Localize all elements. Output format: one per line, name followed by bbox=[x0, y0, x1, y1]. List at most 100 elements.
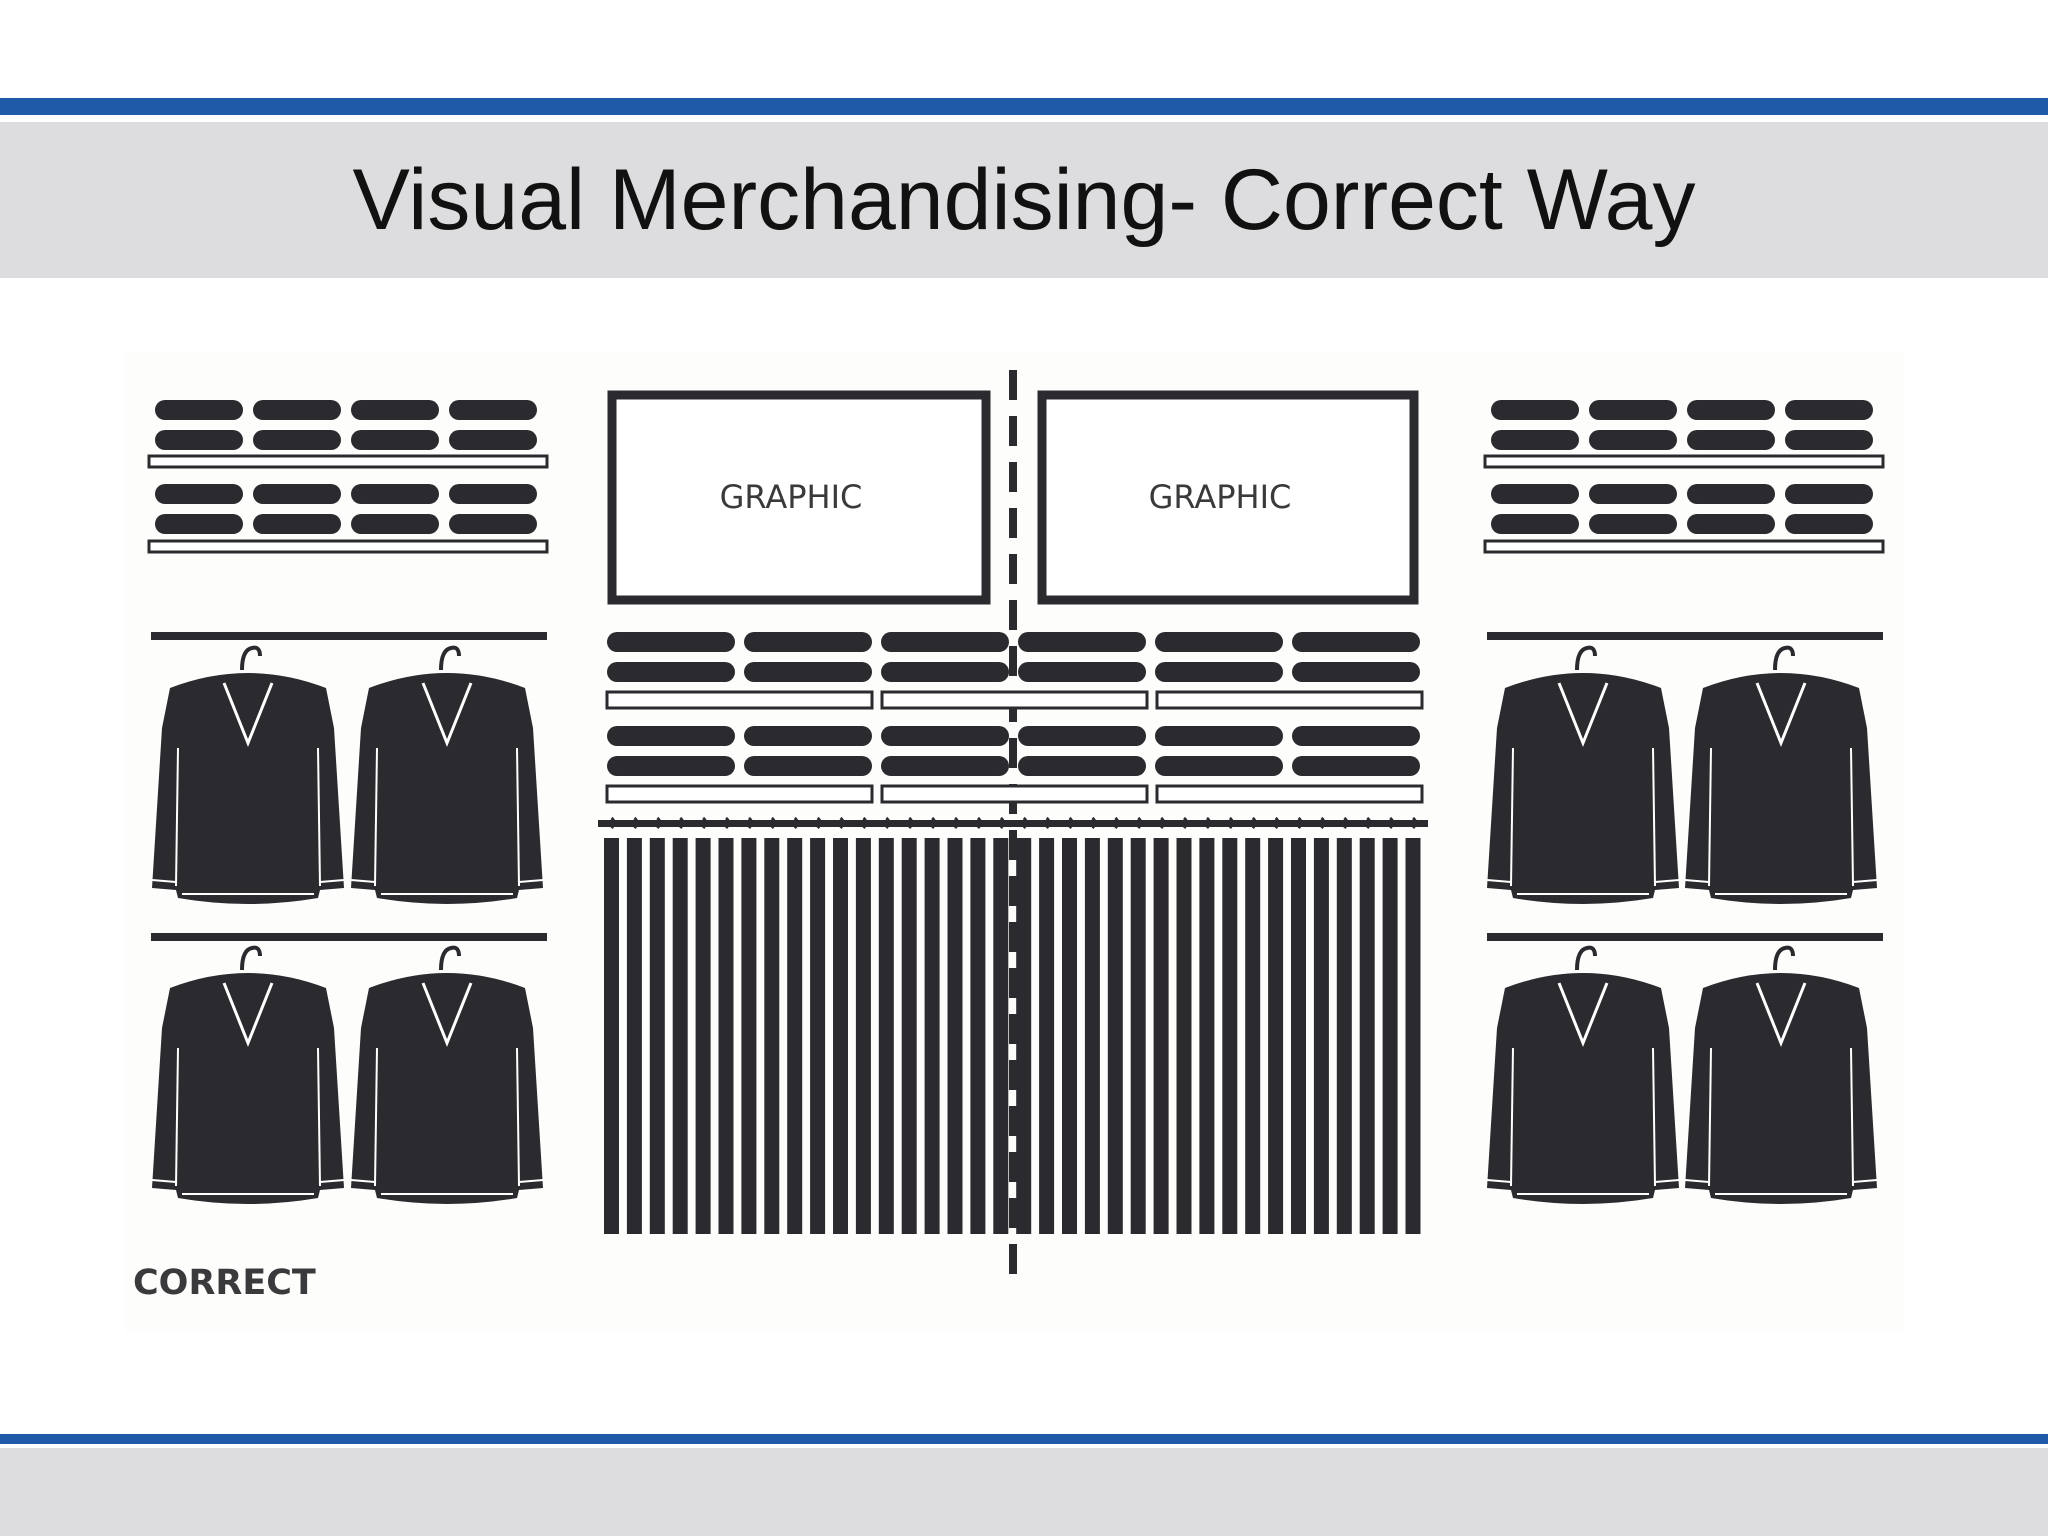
divider-dash bbox=[1009, 738, 1017, 768]
hanger-hook bbox=[999, 816, 1005, 829]
shelf-board bbox=[605, 784, 874, 804]
jacket bbox=[1684, 945, 1878, 1204]
folded-garment bbox=[449, 400, 537, 420]
hanging-garment bbox=[718, 838, 734, 1234]
sleeve-seam bbox=[1850, 1047, 1854, 1187]
hanging-garment bbox=[1291, 838, 1306, 1234]
hanging-rod bbox=[1487, 933, 1883, 941]
cuff-line bbox=[1486, 879, 1512, 883]
folded-garment bbox=[1018, 662, 1146, 682]
jacket bbox=[1486, 945, 1680, 1204]
folded-garment bbox=[1785, 514, 1873, 534]
jacket-lapel bbox=[222, 982, 274, 1048]
bottom-accent-rule bbox=[0, 1434, 2048, 1444]
hanger-hook bbox=[240, 645, 262, 671]
folded-garment bbox=[253, 400, 341, 420]
jacket bbox=[151, 645, 345, 904]
hanger-hook bbox=[1091, 816, 1097, 829]
hanger-hook bbox=[610, 816, 616, 829]
jacket-lapel bbox=[1557, 682, 1609, 748]
folded-garment bbox=[1018, 756, 1146, 776]
hanging-garment bbox=[1222, 838, 1238, 1234]
sleeve-seam bbox=[175, 747, 179, 887]
cuff-line bbox=[350, 879, 376, 883]
hanging-garment bbox=[924, 838, 940, 1234]
jacket-body bbox=[1487, 973, 1679, 1204]
jacket-lapel bbox=[222, 682, 274, 748]
sleeve-seam bbox=[374, 1047, 378, 1187]
sleeve-seam bbox=[1510, 1047, 1514, 1187]
hanger-hook bbox=[770, 816, 776, 829]
sleeve-seam bbox=[175, 1047, 179, 1187]
folded-garment bbox=[155, 484, 243, 504]
diagram-caption: CORRECT bbox=[133, 1263, 316, 1303]
hanger-hook bbox=[908, 816, 914, 829]
cuff-line bbox=[1684, 879, 1710, 883]
folded-garment bbox=[744, 756, 872, 776]
folded-garment bbox=[253, 514, 341, 534]
folded-garment bbox=[607, 756, 735, 776]
hanger-hook bbox=[1228, 816, 1234, 829]
folded-garment bbox=[351, 430, 439, 450]
cuff-line bbox=[151, 879, 177, 883]
sleeve-seam bbox=[1850, 747, 1854, 887]
folded-garment bbox=[744, 726, 872, 746]
hanging-rail-bar bbox=[598, 820, 1428, 827]
hanging-garment bbox=[787, 838, 803, 1234]
folded-garment bbox=[155, 430, 243, 450]
hanger-hook bbox=[1251, 816, 1257, 829]
divider-dash bbox=[1009, 462, 1017, 492]
hanger-hook bbox=[1274, 816, 1280, 829]
sleeve-seam bbox=[317, 1047, 321, 1187]
footer-band bbox=[0, 1448, 2048, 1536]
hanger-hook bbox=[1343, 816, 1349, 829]
folded-garment bbox=[1018, 726, 1146, 746]
sleeve-seam bbox=[1652, 1047, 1656, 1187]
jacket-body bbox=[152, 673, 344, 904]
jacket-body bbox=[1487, 673, 1679, 904]
jacket-lapel bbox=[421, 982, 473, 1048]
folded-garment bbox=[881, 756, 1009, 776]
hanger-hook bbox=[1388, 816, 1395, 829]
hanger-hook bbox=[885, 816, 891, 829]
cuff-line bbox=[1852, 1179, 1878, 1183]
hanging-garment bbox=[1359, 838, 1375, 1234]
graphic-frame-right bbox=[1037, 390, 1419, 605]
hanger-hook bbox=[1411, 816, 1417, 829]
folded-garment bbox=[1589, 430, 1677, 450]
folded-garment bbox=[1491, 514, 1579, 534]
hanging-jackets bbox=[151, 632, 1883, 1204]
graphic-label-right: GRAPHIC bbox=[1149, 478, 1292, 516]
cuff-line bbox=[151, 1179, 177, 1183]
divider-dash bbox=[1009, 1244, 1017, 1274]
divider-dash bbox=[1009, 1152, 1017, 1182]
hanging-garment bbox=[993, 838, 1009, 1234]
hanger-hook bbox=[1773, 645, 1795, 671]
hanging-garment bbox=[672, 838, 688, 1234]
jacket bbox=[1486, 645, 1680, 904]
sleeve-seam bbox=[1652, 747, 1656, 887]
hanging-garment bbox=[947, 838, 963, 1234]
jacket-body bbox=[1685, 973, 1877, 1204]
hanger-hook bbox=[1045, 816, 1051, 829]
folded-garment bbox=[1155, 662, 1283, 682]
folded-garment bbox=[1589, 400, 1677, 420]
cuff-line bbox=[1684, 1179, 1710, 1183]
graphic-label-left: GRAPHIC bbox=[720, 478, 863, 516]
hanging-garment bbox=[1153, 838, 1169, 1234]
divider-dash bbox=[1009, 968, 1017, 998]
folded-garment bbox=[1785, 484, 1873, 504]
cuff-line bbox=[1852, 879, 1878, 883]
hanger-hook bbox=[1068, 816, 1074, 829]
hanger-hook bbox=[1137, 816, 1143, 829]
shelf-board bbox=[1483, 539, 1885, 554]
folded-garment bbox=[1589, 514, 1677, 534]
divider-dash bbox=[1009, 600, 1017, 630]
sleeve-seam bbox=[374, 747, 378, 887]
hanger-hook bbox=[1205, 816, 1211, 829]
hanging-garment bbox=[810, 838, 826, 1234]
hanging-garment bbox=[1245, 838, 1261, 1234]
hanger-hook bbox=[1114, 816, 1120, 829]
folded-garment bbox=[1292, 632, 1420, 652]
hanging-garment bbox=[855, 838, 871, 1234]
